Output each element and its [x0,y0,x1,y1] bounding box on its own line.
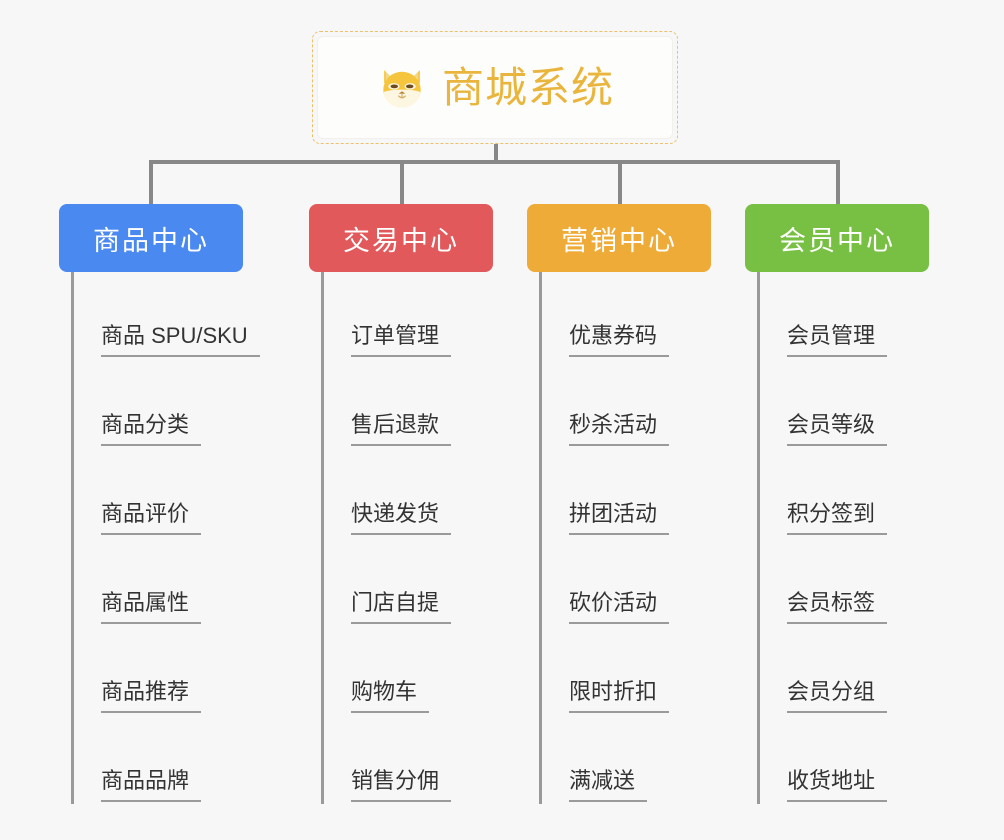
list-item-label: 会员标签 [787,590,888,624]
list-item-label: 会员管理 [787,323,888,357]
branch-column-4: 会员中心 会员管理 会员等级 积分签到 会员标签 会员分组 收货地址 [745,204,929,804]
branch-children-2: 订单管理 售后退款 快递发货 门店自提 购物车 销售分佣 [321,272,452,806]
connector-drop-2 [400,160,404,204]
list-item-label: 商品属性 [101,590,202,624]
shiba-dog-icon [383,69,421,107]
list-item-label: 购物车 [351,679,430,713]
list-item[interactable]: 会员分组 [757,628,888,717]
list-item[interactable]: 拼团活动 [539,450,670,539]
list-item-label: 满减送 [569,768,648,802]
list-item[interactable]: 商品推荐 [71,628,260,717]
list-item[interactable]: 会员等级 [757,361,888,450]
list-item-label: 收货地址 [787,768,888,802]
branch-header-label: 营销中心 [561,225,677,256]
branch-spine-4 [757,272,760,804]
branch-header-2[interactable]: 交易中心 [309,204,493,272]
branch-column-2: 交易中心 订单管理 售后退款 快递发货 门店自提 购物车 销售分佣 [309,204,493,804]
connector-drop-3 [618,160,622,204]
branch-header-4[interactable]: 会员中心 [745,204,929,272]
list-item-label: 售后退款 [351,412,452,446]
list-item-label: 商品推荐 [101,679,202,713]
branch-children-1: 商品 SPU/SKU 商品分类 商品评价 商品属性 商品推荐 商品品牌 [71,272,260,806]
list-item[interactable]: 购物车 [321,628,451,717]
branch-header-3[interactable]: 营销中心 [527,204,711,272]
list-item[interactable]: 销售分佣 [321,717,452,806]
list-item-label: 商品分类 [101,412,202,446]
list-item[interactable]: 会员管理 [757,272,888,361]
list-item-label: 快递发货 [351,501,452,535]
root-node-inner: 商城系统 [317,36,673,139]
branch-spine-3 [539,272,542,804]
list-item-label: 限时折扣 [569,679,670,713]
list-item[interactable]: 收货地址 [757,717,888,806]
branch-spine-1 [71,272,74,804]
list-item[interactable]: 商品 SPU/SKU [71,272,260,361]
branch-children-4: 会员管理 会员等级 积分签到 会员标签 会员分组 收货地址 [757,272,888,806]
list-item-label: 积分签到 [787,501,888,535]
list-item-label: 商品 SPU/SKU [101,323,260,357]
branch-header-label: 会员中心 [779,225,895,256]
connector-drop-1 [149,160,153,204]
list-item[interactable]: 满减送 [539,717,669,806]
list-item[interactable]: 商品品牌 [71,717,260,806]
branch-header-label: 交易中心 [343,225,459,256]
list-item-label: 砍价活动 [569,590,670,624]
connector-horizontal-bus [149,160,838,164]
list-item[interactable]: 积分签到 [757,450,888,539]
list-item[interactable]: 限时折扣 [539,628,670,717]
list-item-label: 商品评价 [101,501,202,535]
branch-spine-2 [321,272,324,804]
branch-column-1: 商品中心 商品 SPU/SKU 商品分类 商品评价 商品属性 商品推荐 商品品牌 [59,204,260,804]
list-item[interactable]: 门店自提 [321,539,452,628]
connector-drop-4 [836,160,840,204]
branch-children-3: 优惠券码 秒杀活动 拼团活动 砍价活动 限时折扣 满减送 [539,272,670,806]
list-item-label: 会员分组 [787,679,888,713]
list-item[interactable]: 商品属性 [71,539,260,628]
list-item[interactable]: 秒杀活动 [539,361,670,450]
list-item-label: 销售分佣 [351,768,452,802]
list-item[interactable]: 商品评价 [71,450,260,539]
connector-root-stem [494,144,498,162]
list-item-label: 优惠券码 [569,323,670,357]
list-item[interactable]: 优惠券码 [539,272,670,361]
list-item-label: 秒杀活动 [569,412,670,446]
list-item[interactable]: 快递发货 [321,450,452,539]
list-item-label: 门店自提 [351,590,452,624]
branch-column-3: 营销中心 优惠券码 秒杀活动 拼团活动 砍价活动 限时折扣 满减送 [527,204,711,804]
list-item[interactable]: 售后退款 [321,361,452,450]
list-item-label: 会员等级 [787,412,888,446]
root-node[interactable]: 商城系统 [312,31,678,144]
list-item-label: 拼团活动 [569,501,670,535]
list-item[interactable]: 商品分类 [71,361,260,450]
branch-header-label: 商品中心 [93,225,209,256]
list-item-label: 订单管理 [351,323,452,357]
list-item-label: 商品品牌 [101,768,202,802]
branch-header-1[interactable]: 商品中心 [59,204,243,272]
list-item[interactable]: 订单管理 [321,272,452,361]
root-title: 商城系统 [441,63,614,111]
list-item[interactable]: 砍价活动 [539,539,670,628]
list-item[interactable]: 会员标签 [757,539,888,628]
